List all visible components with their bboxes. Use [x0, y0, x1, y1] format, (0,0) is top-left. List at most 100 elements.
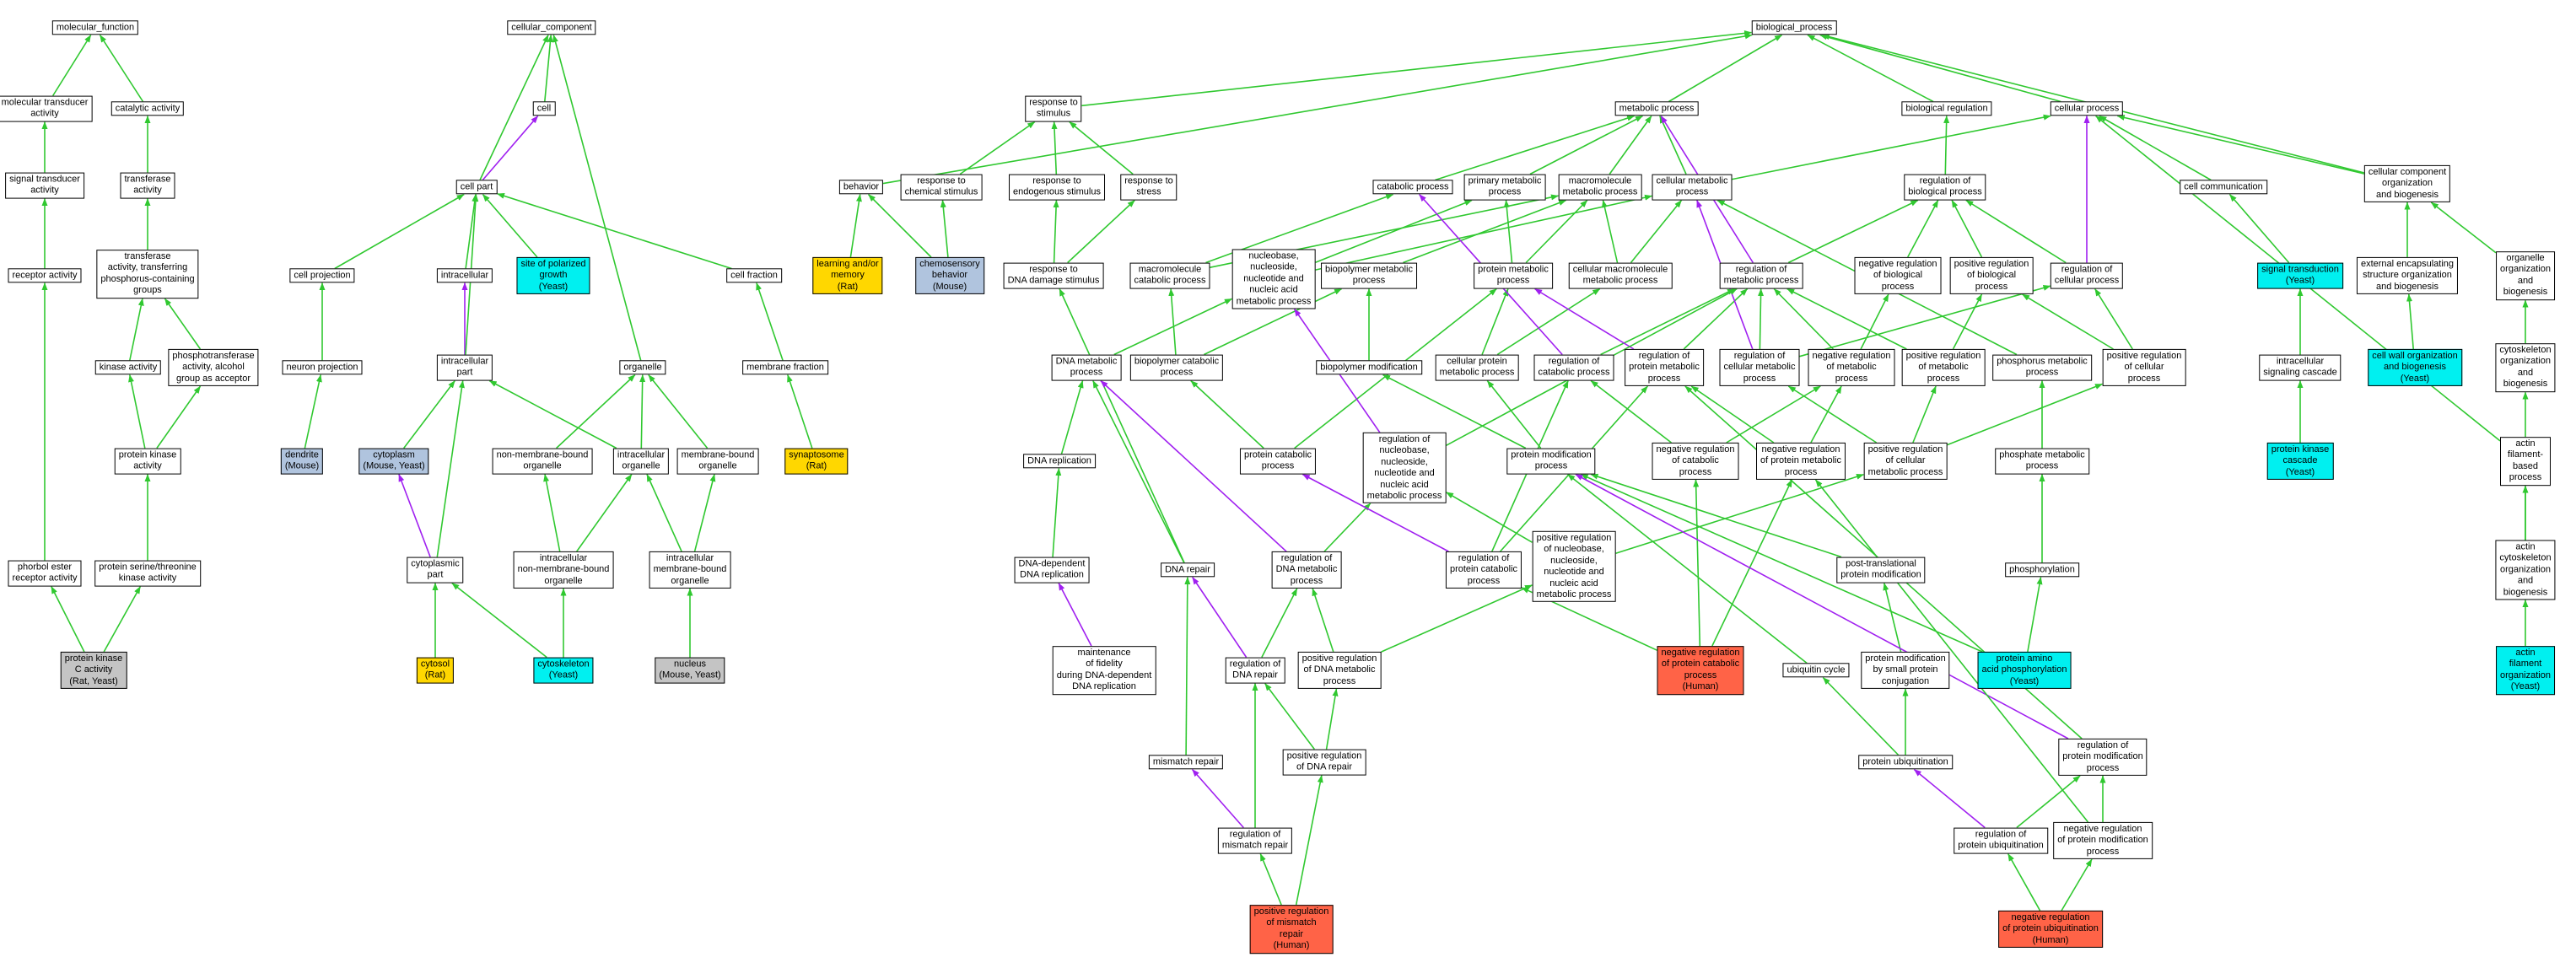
node-pos-reg-nucleobase[interactable]: positive regulation of nucleobase, nucle…: [1532, 530, 1616, 603]
node-dendrite[interactable]: dendrite (Mouse): [280, 448, 324, 475]
node-nucleobase-metabolic[interactable]: nucleobase, nucleoside, nucleotide and n…: [1231, 249, 1316, 309]
node-protein-kinase[interactable]: protein kinase activity: [114, 448, 181, 475]
node-mismatch-repair[interactable]: mismatch repair: [1148, 755, 1224, 770]
node-reg-mismatch-repair[interactable]: regulation of mismatch repair: [1217, 827, 1293, 854]
node-cell-communication[interactable]: cell communication: [2180, 180, 2267, 195]
node-neg-reg-protein-metabolic[interactable]: negative regulation of protein metabolic…: [1756, 442, 1846, 481]
node-primary-metabolic[interactable]: primary metabolic process: [1463, 174, 1546, 201]
node-transferase[interactable]: transferase activity: [120, 172, 175, 199]
node-organelle-org[interactable]: organelle organization and biogenesis: [2496, 251, 2555, 300]
node-neg-reg-protein-ubiq[interactable]: negative regulation of protein ubiquitin…: [1998, 910, 2103, 949]
node-reg-protein-modification[interactable]: regulation of protein modification proce…: [2058, 738, 2148, 777]
node-cytoplasmic-part[interactable]: cytoplasmic part: [407, 557, 464, 583]
node-resp-dna-damage[interactable]: response to DNA damage stimulus: [1003, 262, 1104, 289]
node-resp-chemical[interactable]: response to chemical stimulus: [900, 174, 983, 201]
node-resp-stress[interactable]: response to stress: [1120, 174, 1178, 201]
node-reg-bio-process[interactable]: regulation of biological process: [1904, 174, 1986, 201]
node-non-mb-organelle[interactable]: non-membrane-bound organelle: [492, 448, 593, 475]
node-phosphorus-metabolic[interactable]: phosphorus metabolic process: [1992, 354, 2092, 381]
node-reg-protein-ubiquitination[interactable]: regulation of protein ubiquitination: [1954, 827, 2048, 854]
node-cell-projection[interactable]: cell projection: [289, 268, 355, 283]
node-protein-mod-small[interactable]: protein modification by small protein co…: [1861, 651, 1950, 690]
node-reg-catabolic[interactable]: regulation of catabolic process: [1533, 354, 1614, 381]
node-nucleus[interactable]: nucleus (Mouse, Yeast): [655, 657, 725, 684]
node-biopolymer-modification[interactable]: biopolymer modification: [1316, 360, 1422, 375]
node-dna-dep-replication[interactable]: DNA-dependent DNA replication: [1014, 557, 1090, 583]
node-chemosensory[interactable]: chemosensory behavior (Mouse): [915, 256, 984, 295]
node-pos-reg-bio[interactable]: positive regulation of biological proces…: [1949, 256, 2034, 295]
node-cell-fraction[interactable]: cell fraction: [726, 268, 782, 283]
node-actin-cytoskeleton-org[interactable]: actin cytoskeleton organization and biog…: [2495, 540, 2556, 600]
node-cellular-protein-metabolic[interactable]: cellular protein metabolic process: [1435, 354, 1519, 381]
node-macromol-catabolic[interactable]: macromolecule catabolic process: [1129, 262, 1210, 289]
node-metabolic[interactable]: metabolic process: [1614, 101, 1699, 116]
node-cell-wall-org[interactable]: cell wall organization and biogenesis (Y…: [2368, 348, 2462, 387]
node-reg-cellular-metabolic[interactable]: regulation of cellular metabolic process: [1719, 348, 1800, 387]
node-cytoskeleton[interactable]: cytoskeleton (Yeast): [533, 657, 594, 684]
node-cytosol[interactable]: cytosol (Rat): [416, 657, 455, 684]
node-neuron-projection[interactable]: neuron projection: [282, 360, 363, 375]
node-reg-cellular[interactable]: regulation of cellular process: [2050, 262, 2124, 289]
node-cc[interactable]: cellular_component: [507, 20, 596, 35]
node-actin-filament-org[interactable]: actin filament organization (Yeast): [2496, 646, 2555, 695]
node-synaptosome[interactable]: synaptosome (Rat): [784, 448, 849, 475]
node-reg-dna-metabolic[interactable]: regulation of DNA metabolic process: [1271, 551, 1342, 589]
node-phorbol-ester[interactable]: phorbol ester receptor activity: [8, 560, 82, 587]
node-pos-reg-cellular[interactable]: positive regulation of cellular process: [2102, 348, 2186, 387]
node-resp-endogenous[interactable]: response to endogenous stimulus: [1009, 174, 1105, 201]
node-neg-reg-protein-catabolic[interactable]: negative regulation of protein catabolic…: [1657, 646, 1744, 695]
node-protein-catabolic[interactable]: protein catabolic process: [1239, 448, 1317, 475]
node-site-polarized[interactable]: site of polarized growth (Yeast): [516, 256, 590, 295]
node-protein-kinase-cascade[interactable]: protein kinase cascade (Yeast): [2266, 442, 2334, 481]
node-cytoplasm[interactable]: cytoplasm (Mouse, Yeast): [358, 448, 429, 475]
node-cell-part[interactable]: cell part: [455, 180, 498, 195]
node-protein-modification[interactable]: protein modification process: [1506, 448, 1596, 475]
node-catabolic[interactable]: catabolic process: [1372, 180, 1453, 195]
node-macromol-metabolic[interactable]: macromolecule metabolic process: [1558, 174, 1642, 201]
node-signal-transducer[interactable]: signal transducer activity: [5, 172, 84, 199]
node-biopolymer-catabolic[interactable]: biopolymer catabolic process: [1129, 354, 1224, 381]
node-mf[interactable]: molecular_function: [51, 20, 139, 35]
node-neg-reg-bio[interactable]: negative regulation of biological proces…: [1854, 256, 1942, 295]
node-ext-encaps[interactable]: external encapsulating structure organiz…: [2356, 256, 2459, 295]
node-post-transl[interactable]: post-translational protein modification: [1836, 557, 1926, 583]
node-intracellular-organelle[interactable]: intracellular organelle: [612, 448, 670, 475]
node-reg-protein-catabolic[interactable]: regulation of protein catabolic process: [1445, 551, 1522, 589]
node-resp-stimulus[interactable]: response to stimulus: [1025, 95, 1082, 122]
node-maintenance-fidelity[interactable]: maintenance of fidelity during DNA-depen…: [1052, 646, 1156, 695]
node-membrane-fraction[interactable]: membrane fraction: [742, 360, 828, 375]
node-transferase-p[interactable]: transferase activity, transferring phosp…: [96, 250, 199, 298]
node-actin-filament-process[interactable]: actin filament-based process: [2500, 437, 2551, 486]
node-kinase[interactable]: kinase activity: [94, 360, 162, 375]
node-pos-reg-mismatch[interactable]: positive regulation of mismatch repair (…: [1249, 905, 1334, 954]
node-intra-mb[interactable]: intracellular membrane-bound organelle: [649, 551, 731, 589]
node-reg-dna-repair[interactable]: regulation of DNA repair: [1225, 657, 1285, 684]
node-behavior[interactable]: behavior: [838, 180, 884, 195]
node-protein-ubiquitination[interactable]: protein ubiquitination: [1858, 755, 1953, 770]
node-phosphate-metabolic[interactable]: phosphate metabolic process: [1995, 448, 2089, 475]
node-phosphorylation[interactable]: phosphorylation: [2005, 562, 2079, 578]
node-mol-transducer[interactable]: molecular transducer activity: [0, 95, 93, 122]
node-dna-metabolic[interactable]: DNA metabolic process: [1051, 354, 1122, 381]
node-cellular-macromol[interactable]: cellular macromolecule metabolic process: [1568, 262, 1673, 289]
node-pkc-activity[interactable]: protein kinase C activity (Rat, Yeast): [60, 651, 127, 690]
node-dna-repair[interactable]: DNA repair: [1161, 562, 1215, 578]
node-bp[interactable]: biological_process: [1751, 20, 1837, 35]
node-bio-regulation[interactable]: biological regulation: [1901, 101, 1992, 116]
node-cc-org[interactable]: cellular component organization and biog…: [2363, 164, 2451, 203]
node-pos-reg-cellular-metabolic[interactable]: positive regulation of cellular metaboli…: [1863, 442, 1948, 481]
node-protein-ser-thr[interactable]: protein serine/threonine kinase activity: [94, 560, 201, 587]
node-biopolymer-metabolic[interactable]: biopolymer metabolic process: [1321, 262, 1417, 289]
node-dna-replication[interactable]: DNA replication: [1023, 454, 1096, 469]
node-intracellular-signaling[interactable]: intracellular signaling cascade: [2259, 354, 2342, 381]
node-intracellular[interactable]: intracellular: [436, 268, 493, 283]
node-signal-transduction[interactable]: signal transduction (Yeast): [2257, 262, 2343, 289]
node-pos-reg-metabolic[interactable]: positive regulation of metabolic process: [1901, 348, 1986, 387]
node-cellular-metabolic[interactable]: cellular metabolic process: [1652, 174, 1733, 201]
node-cytoskeleton-org[interactable]: cytoskeleton organization and biogenesis: [2495, 343, 2556, 392]
node-cellular-process[interactable]: cellular process: [2050, 101, 2124, 116]
node-neg-reg-metabolic[interactable]: negative regulation of metabolic process: [1808, 348, 1895, 387]
node-reg-metabolic[interactable]: regulation of metabolic process: [1719, 262, 1803, 289]
node-learning-memory[interactable]: learning and/or memory (Rat): [812, 256, 883, 295]
node-reg-nucleobase[interactable]: regulation of nucleobase, nucleoside, nu…: [1362, 432, 1447, 504]
